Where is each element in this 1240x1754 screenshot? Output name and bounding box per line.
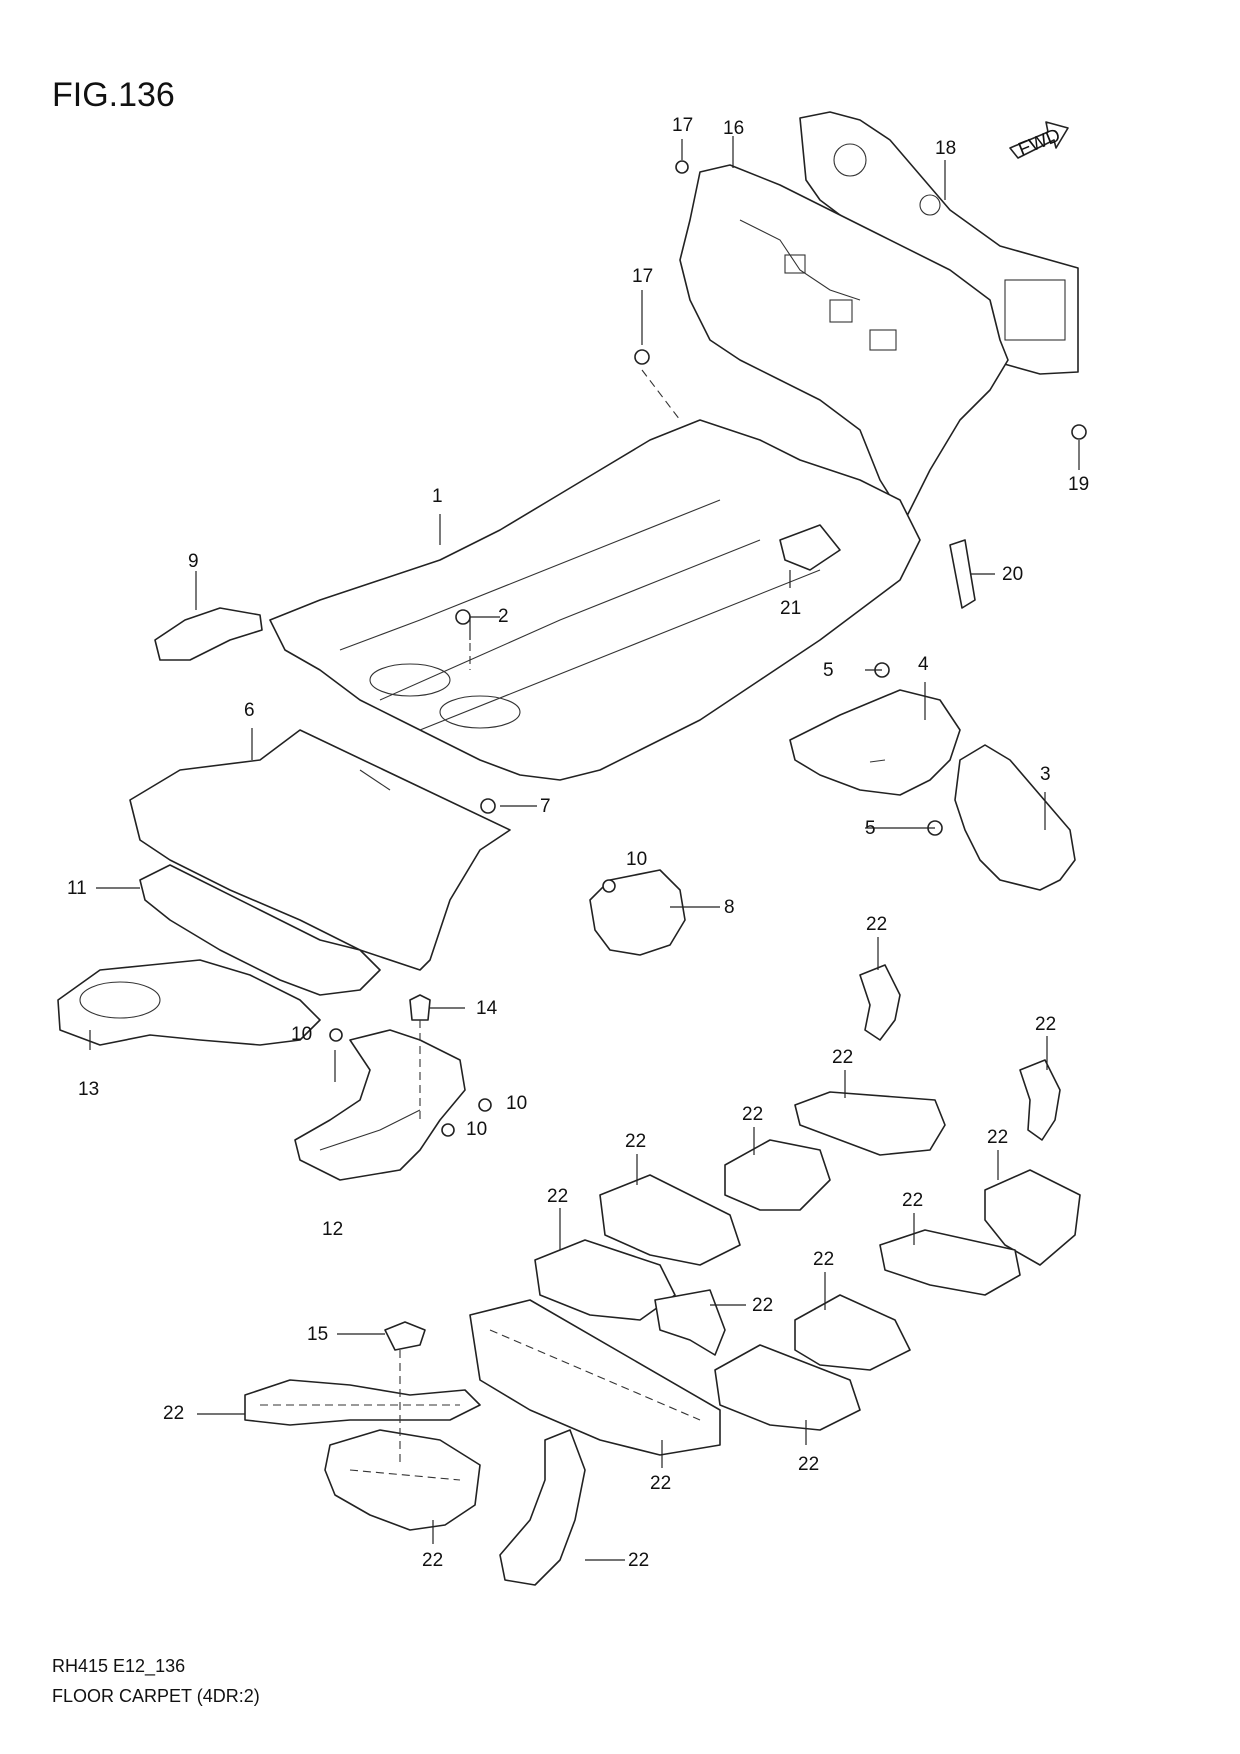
part-3-trim [954, 744, 1076, 891]
callout-5b: 5 [865, 818, 876, 839]
callout-17a: 17 [672, 115, 693, 136]
figure-code: RH415 E12_136 [52, 1656, 186, 1676]
callout-10b: 10 [291, 1024, 312, 1045]
part-20-strip [949, 539, 976, 609]
leader-lines [89, 136, 1080, 1465]
callout-5a: 5 [823, 660, 834, 681]
callout-8: 8 [724, 897, 735, 918]
callout-22b: 22 [1035, 1014, 1056, 1035]
part-16-front-insulator [679, 164, 1009, 521]
callout-21: 21 [780, 598, 801, 619]
part-1-floor-carpet [269, 419, 921, 781]
callout-6: 6 [244, 700, 255, 721]
callout-10a: 10 [626, 849, 647, 870]
fwd-label: FWD [1016, 125, 1064, 161]
part-9-bracket [154, 607, 263, 661]
callout-10d: 10 [466, 1119, 487, 1140]
part-12-tray [294, 1029, 466, 1181]
callout-2: 2 [498, 606, 509, 627]
leader-lines-22 [197, 937, 1048, 1561]
part-22-pads [244, 964, 1081, 1586]
callout-22m: 22 [163, 1403, 184, 1424]
callout-4: 4 [918, 654, 929, 675]
callout-7: 7 [540, 796, 551, 817]
callout-17b: 17 [632, 266, 653, 287]
figure-caption: FLOOR CARPET (4DR:2) [52, 1686, 260, 1706]
callout-9: 9 [188, 551, 199, 572]
part-6-luggage-floor [129, 729, 511, 971]
callout-22h: 22 [902, 1190, 923, 1211]
callout-22f: 22 [547, 1186, 568, 1207]
callout-22c: 22 [832, 1047, 853, 1068]
callout-14: 14 [476, 998, 498, 1019]
part-13-tray [57, 959, 321, 1046]
callout-22i: 22 [813, 1249, 834, 1270]
callout-3: 3 [1040, 764, 1051, 785]
callout-22n: 22 [422, 1550, 443, 1571]
part-8-bracket [589, 869, 686, 956]
fwd-arrow-icon: FWD [1009, 121, 1069, 161]
figure-title: FIG.136 [52, 76, 175, 114]
callout-22l: 22 [650, 1473, 671, 1494]
callout-1: 1 [432, 486, 443, 507]
callout-22a: 22 [866, 914, 887, 935]
fasteners [329, 160, 1087, 1137]
callout-labels: 1 2 3 4 5 5 6 7 8 9 10 10 10 10 11 12 13… [67, 115, 1089, 1571]
part-15-clip [384, 1321, 426, 1351]
callout-22o: 22 [628, 1550, 649, 1571]
callout-20: 20 [1002, 564, 1023, 585]
callout-22d: 22 [742, 1104, 763, 1125]
callout-10c: 10 [506, 1093, 527, 1114]
part-11-mat [139, 864, 381, 996]
callout-22k: 22 [798, 1454, 819, 1475]
part-4-trim [789, 689, 961, 796]
callout-12: 12 [322, 1219, 343, 1240]
callout-15: 15 [307, 1324, 328, 1345]
callout-22e: 22 [625, 1131, 646, 1152]
callout-18: 18 [935, 138, 956, 159]
callout-11: 11 [67, 878, 87, 899]
callout-19: 19 [1068, 474, 1089, 495]
part-14-clip [409, 994, 431, 1021]
callout-22j: 22 [752, 1295, 773, 1316]
callout-16: 16 [723, 118, 744, 139]
callout-13: 13 [78, 1079, 99, 1100]
callout-22g: 22 [987, 1127, 1008, 1148]
